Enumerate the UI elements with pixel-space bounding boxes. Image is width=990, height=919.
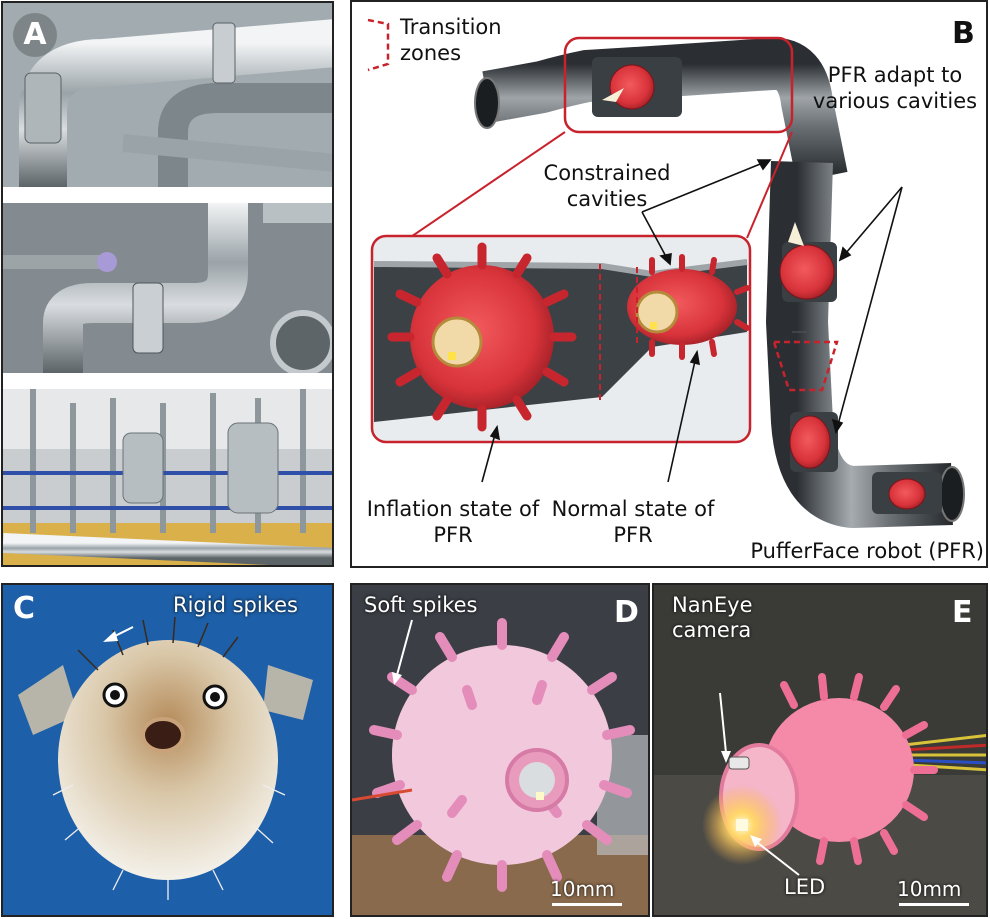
zoom-source-box — [563, 36, 794, 134]
panel-d-letter: D — [614, 595, 639, 630]
panel-a: A — [1, 1, 334, 567]
pipe-drawing — [474, 37, 965, 528]
pufferfish-photo — [18, 616, 313, 900]
scale-label-e: 10mm — [897, 877, 962, 901]
annotation-arrows — [481, 159, 903, 483]
panel-b: Transition zones B Constrained cavities … — [350, 0, 988, 568]
scale-label-d: 10mm — [550, 877, 615, 901]
inflated-pfr — [387, 242, 577, 432]
panel-c-letter: C — [13, 591, 36, 626]
panel-b-letter: B — [952, 16, 975, 51]
soft-spikes-label: Soft spikes — [364, 593, 478, 617]
panel-a-letter: A — [13, 13, 57, 57]
panel-a-photos — [3, 3, 332, 565]
scale-bar-d — [552, 903, 622, 906]
inflation-state-label: Inflation state of PFR — [366, 497, 540, 547]
scale-bar-e — [899, 903, 969, 906]
pfr-adapt-label: PFR adapt to various cavities — [812, 63, 978, 113]
panel-d: D Soft spikes 10mm — [350, 583, 650, 917]
pipes-photo-1 — [3, 3, 332, 187]
panel-e: E NanEye camera LED 10mm — [652, 583, 988, 917]
factory-photo — [3, 389, 332, 565]
rigid-spikes-label: Rigid spikes — [173, 593, 298, 617]
led-label: LED — [784, 875, 826, 899]
naneye-robot-photo — [654, 673, 986, 915]
constrained-cavities-label: Constrained cavities — [543, 161, 671, 211]
panel-e-letter: E — [952, 595, 973, 630]
transition-zones-label: Transition zones — [400, 15, 502, 65]
zoom-inset — [370, 234, 752, 444]
soft-spikes-robot-photo — [352, 618, 648, 915]
normal-pfr — [627, 254, 750, 360]
transition-zone-legend-icon — [367, 18, 390, 72]
panel-b-illustration — [367, 18, 965, 528]
pipes-photo-2 — [3, 203, 332, 376]
pufferface-robot-label: PufferFace robot (PFR) — [750, 539, 984, 563]
panel-c: C Rigid spikes — [1, 583, 334, 917]
naneye-camera-label: NanEye camera — [672, 593, 753, 642]
normal-state-label: Normal state of PFR — [551, 497, 715, 547]
